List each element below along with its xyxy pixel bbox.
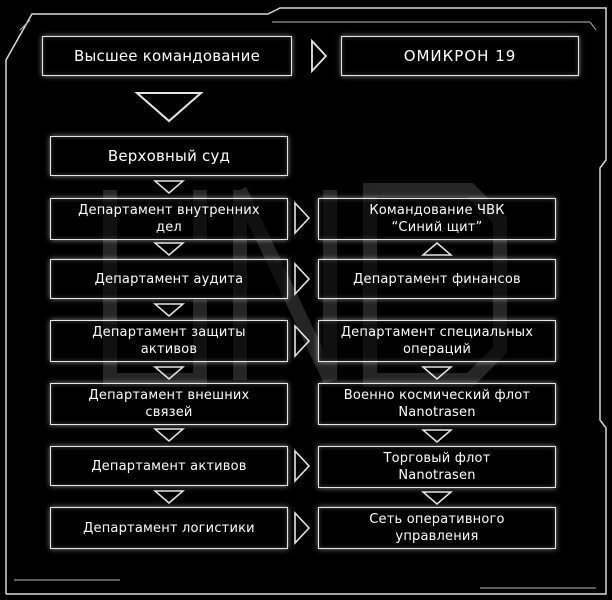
logistics-label: Департамент логистики	[83, 520, 255, 536]
omicron-box: ОМИКРОН 19	[341, 36, 579, 76]
supreme-court-label: Верховный суд	[107, 146, 231, 165]
assets-label: Департамент активов	[91, 458, 247, 474]
down-arrow-icon	[152, 428, 186, 442]
trade-fleet-box: Торговый флот Nanotrasen	[318, 446, 556, 488]
asset-protection-label: Департамент защиты активов	[92, 325, 246, 357]
arrow-right-icon	[311, 38, 328, 74]
finance-box: Департамент финансов	[318, 259, 556, 299]
down-arrow-icon	[152, 303, 186, 317]
audit-label: Департамент аудита	[94, 271, 244, 287]
ops-network-box: Сеть оперативного управления	[318, 507, 556, 549]
arrow-right-icon	[294, 200, 311, 236]
space-fleet-label: Военно космический флот Nanotrasen	[343, 388, 531, 420]
special-ops-box: Департамент специальных операций	[318, 320, 556, 362]
arrow-right-icon	[294, 323, 311, 359]
finance-label: Департамент финансов	[353, 271, 521, 287]
arrow-right-icon	[294, 448, 311, 484]
big-down-arrow-icon	[134, 92, 204, 123]
down-arrow-icon	[420, 491, 454, 505]
pmc-command-label: Командование ЧВК “Синий щит”	[369, 203, 505, 235]
internal-affairs-box: Департамент внутренних дел	[50, 198, 288, 240]
high-command-label: Высшее командование	[73, 46, 261, 65]
down-arrow-icon	[420, 366, 454, 380]
down-arrow-icon	[152, 490, 186, 504]
internal-affairs-label: Департамент внутренних дел	[78, 203, 260, 235]
ops-network-label: Сеть оперативного управления	[369, 512, 505, 544]
logistics-box: Департамент логистики	[50, 507, 288, 549]
down-arrow-icon	[152, 180, 186, 194]
omicron-label: ОМИКРОН 19	[403, 46, 517, 65]
down-arrow-icon	[420, 429, 454, 443]
arrow-right-icon	[294, 510, 311, 546]
trade-fleet-label: Торговый флот Nanotrasen	[383, 451, 491, 483]
down-arrow-icon	[152, 242, 186, 256]
down-arrow-icon	[152, 366, 186, 380]
pmc-command-box: Командование ЧВК “Синий щит”	[318, 198, 556, 240]
external-relations-label: Департамент внешних связей	[88, 388, 250, 420]
space-fleet-box: Военно космический флот Nanotrasen	[318, 383, 556, 425]
asset-protection-box: Департамент защиты активов	[50, 320, 288, 362]
high-command-box: Высшее командование	[42, 36, 292, 76]
supreme-court-box: Верховный суд	[50, 136, 288, 176]
arrow-right-icon	[294, 261, 311, 297]
assets-box: Департамент активов	[50, 446, 288, 486]
special-ops-label: Департамент специальных операций	[340, 325, 534, 357]
external-relations-box: Департамент внешних связей	[50, 383, 288, 425]
up-arrow-icon	[420, 242, 454, 256]
audit-box: Департамент аудита	[50, 259, 288, 299]
